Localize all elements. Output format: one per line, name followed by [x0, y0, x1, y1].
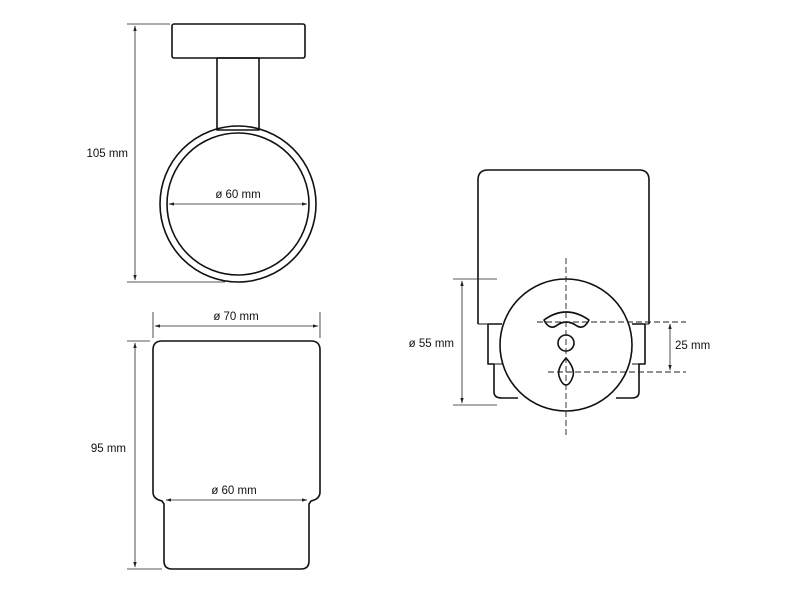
dimension-cup-base: ø 60 mm [165, 485, 308, 502]
label-cup-height: 95 mm [91, 443, 126, 455]
dimension-cup-height: 95 mm [91, 340, 162, 570]
cup-side-view [152, 340, 321, 570]
holder-side-view [159, 23, 317, 283]
support-arm [216, 57, 260, 131]
dimension-flange-diameter: ø 55 mm [409, 278, 497, 406]
label-ring-diameter: ø 60 mm [215, 189, 260, 201]
holder-ring-inner [166, 132, 310, 276]
dimension-hole-spacing: 25 mm [668, 323, 710, 371]
label-holder-height: 105 mm [86, 148, 128, 160]
wall-mount-plate [171, 23, 306, 59]
ring-band-left [487, 323, 518, 399]
cup-front-outline [477, 169, 650, 324]
label-cup-top-diameter: ø 70 mm [213, 311, 258, 323]
holder-ring-outer [159, 125, 317, 283]
dimension-holder-height: 105 mm [86, 23, 225, 283]
mount-slot-top [543, 311, 590, 328]
cup-outline [152, 340, 321, 570]
label-cup-base-diameter: ø 60 mm [211, 485, 256, 497]
label-hole-spacing: 25 mm [675, 340, 710, 352]
dimension-cup-top: ø 70 mm [152, 311, 321, 338]
dimension-ring-diameter: ø 60 mm [168, 189, 308, 206]
label-flange-diameter: ø 55 mm [409, 338, 454, 350]
front-view [477, 169, 686, 437]
